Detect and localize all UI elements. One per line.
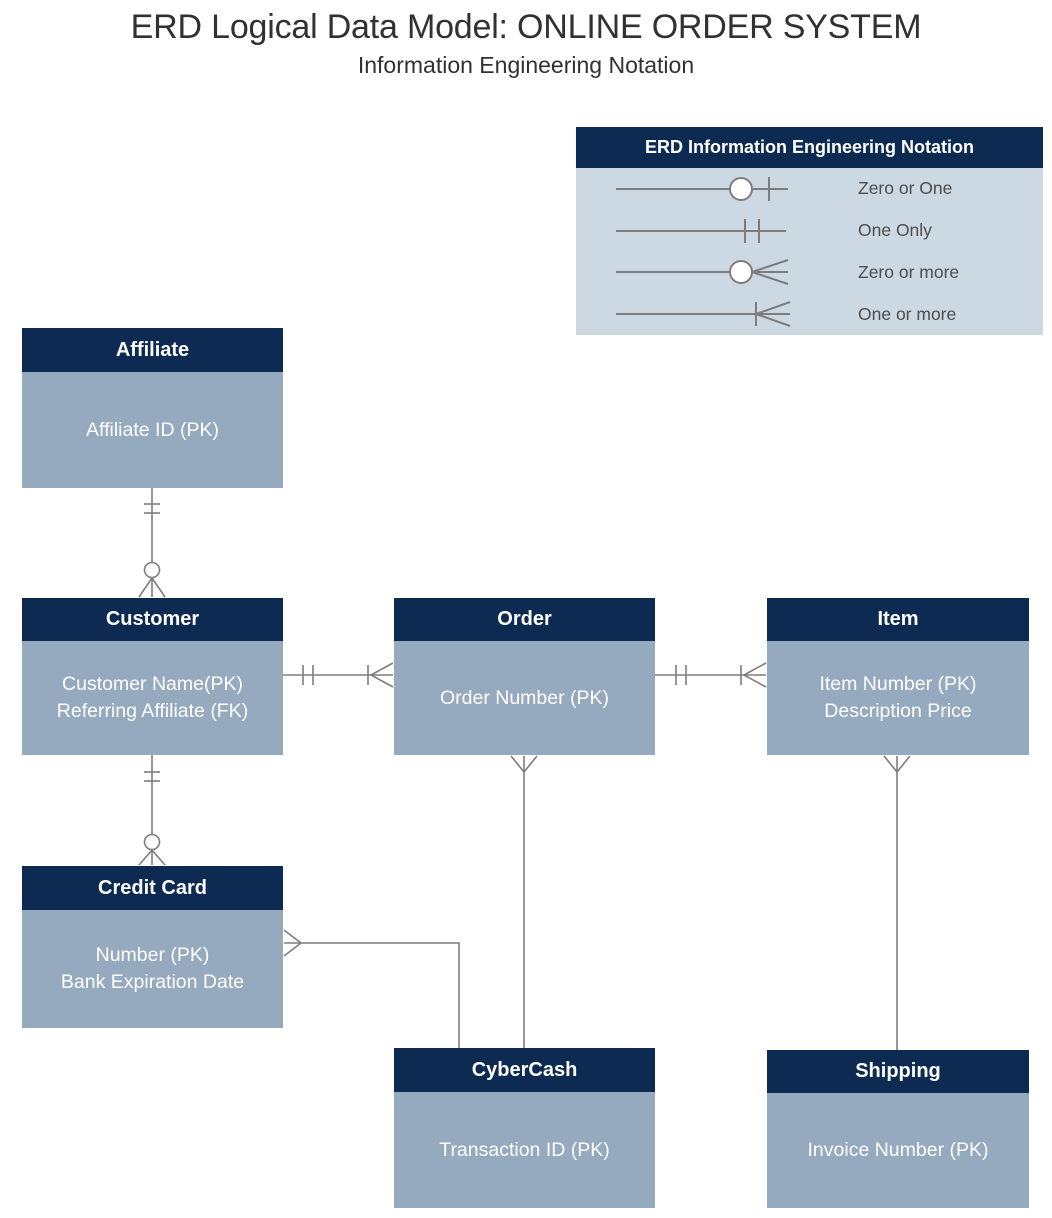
entity-title: Shipping <box>767 1050 1029 1093</box>
zero-or-one-icon <box>616 176 788 201</box>
entity-attributes: Transaction ID (PK) <box>394 1092 655 1208</box>
relationship-customer-order <box>283 662 394 688</box>
entity-attributes: Number (PK) Bank Expiration Date <box>22 910 283 1028</box>
entity-item: Item Item Number (PK) Description Price <box>767 598 1029 755</box>
legend-label: Zero or One <box>858 178 953 199</box>
legend-item-zero-or-one: Zero or One <box>576 168 1043 210</box>
attribute: Affiliate ID (PK) <box>86 418 219 441</box>
relationship-affiliate-customer <box>138 488 166 598</box>
zero-or-more-icon <box>616 259 789 286</box>
legend-item-zero-or-more: Zero or more <box>576 252 1043 294</box>
entity-attributes: Invoice Number (PK) <box>767 1093 1029 1208</box>
one-only-tick-icon <box>144 503 160 514</box>
entity-attributes: Customer Name(PK) Referring Affiliate (F… <box>22 641 283 755</box>
entity-order: Order Order Number (PK) <box>394 598 655 755</box>
relationship-order-cybercash <box>510 755 538 1048</box>
one-only-icon <box>616 218 786 243</box>
crows-foot-icon <box>883 755 911 773</box>
one-or-more-icon <box>616 301 791 328</box>
attribute: Order Number (PK) <box>439 686 610 709</box>
zero-circle-icon <box>143 833 161 851</box>
entity-attributes: Item Number (PK) Description Price <box>767 641 1029 755</box>
zero-circle-icon <box>143 561 161 579</box>
entity-title: Credit Card <box>22 866 283 910</box>
relationship-customer-creditcard <box>138 755 166 866</box>
relationship-item-shipping <box>883 755 911 1050</box>
entity-attributes: Affiliate ID (PK) <box>22 372 283 488</box>
entity-affiliate: Affiliate Affiliate ID (PK) <box>22 328 283 488</box>
entity-title: Order <box>394 598 655 641</box>
legend-item-one-only: One Only <box>576 210 1043 252</box>
page-title: ERD Logical Data Model: ONLINE ORDER SYS… <box>130 8 922 46</box>
crows-foot-icon <box>370 662 394 688</box>
legend-item-one-or-more: One or more <box>576 293 1043 335</box>
entity-shipping: Shipping Invoice Number (PK) <box>767 1050 1029 1208</box>
attribute: Bank Expiration Date <box>60 971 245 993</box>
legend-title: ERD Information Engineering Notation <box>576 127 1043 168</box>
entity-customer: Customer Customer Name(PK) Referring Aff… <box>22 598 283 755</box>
entity-attributes: Order Number (PK) <box>394 641 655 755</box>
attribute: Customer Name(PK) <box>62 673 243 695</box>
attribute: Referring Affiliate (FK) <box>56 700 249 722</box>
legend-panel: ERD Information Engineering Notation Zer… <box>576 127 1043 335</box>
entity-credit-card: Credit Card Number (PK) Bank Expiration … <box>22 866 283 1028</box>
legend-label: One or more <box>858 303 957 324</box>
crows-foot-icon <box>138 577 166 598</box>
crows-foot-icon <box>743 662 767 688</box>
page-subtitle: Information Engineering Notation <box>357 52 695 78</box>
entity-title: Customer <box>22 598 283 641</box>
legend-body: Zero or One One Only Zero or mor <box>576 168 1043 335</box>
one-only-tick-icon <box>302 665 314 685</box>
attribute: Transaction ID (PK) <box>439 1138 610 1161</box>
relationship-order-item <box>655 662 767 688</box>
attribute: Description Price <box>824 700 972 722</box>
attribute: Invoice Number (PK) <box>807 1139 989 1161</box>
entity-title: Item <box>767 598 1029 641</box>
attribute: Number (PK) <box>95 944 210 966</box>
one-only-tick-icon <box>144 771 160 782</box>
crows-foot-icon <box>510 755 538 773</box>
one-only-tick-icon <box>675 665 687 685</box>
entity-title: CyberCash <box>394 1048 655 1092</box>
relationship-creditcard-cybercash <box>283 929 460 1048</box>
attribute: Item Number (PK) <box>819 673 977 695</box>
entity-cybercash: CyberCash Transaction ID (PK) <box>394 1048 655 1208</box>
legend-label: Zero or more <box>858 261 960 282</box>
crows-foot-icon <box>138 849 166 866</box>
crows-foot-icon <box>283 929 302 957</box>
legend-label: One Only <box>858 220 932 241</box>
entity-title: Affiliate <box>22 328 283 372</box>
